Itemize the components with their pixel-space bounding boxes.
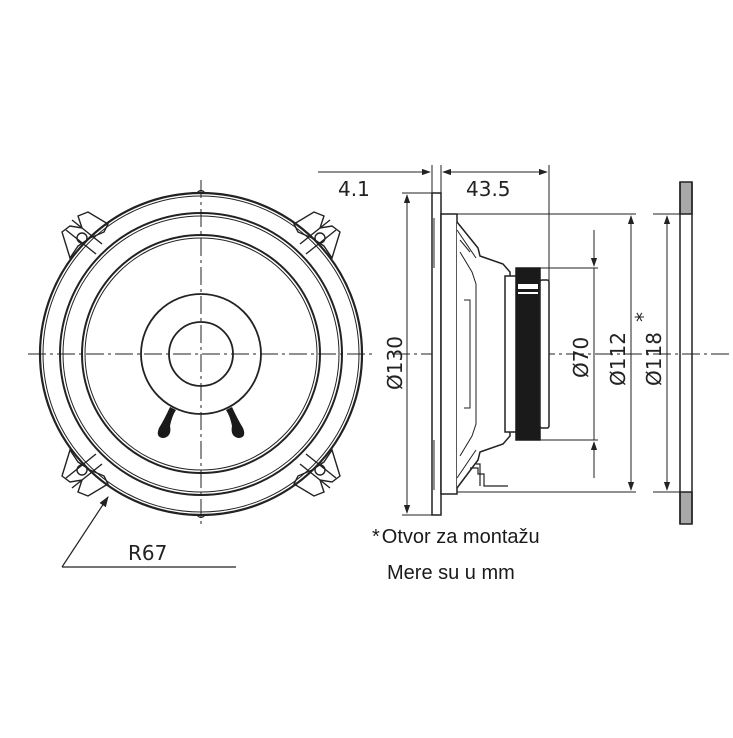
units-note: Mere su u mm bbox=[387, 562, 515, 584]
surround-ring bbox=[81, 234, 321, 474]
mounting-tab-top-left bbox=[61, 211, 109, 260]
cone-center-ring bbox=[140, 293, 262, 415]
terminal-right bbox=[226, 407, 245, 438]
cutout-note-text: Otvor za montažu bbox=[381, 526, 540, 548]
side-terminal bbox=[470, 467, 508, 487]
cutout-note: *Otvor za montažu bbox=[372, 526, 540, 549]
outer-frame-ring bbox=[38, 191, 364, 517]
dust-cap bbox=[168, 321, 234, 387]
mounting-panel bbox=[679, 181, 693, 525]
frame-inner-ring bbox=[59, 212, 343, 496]
flange bbox=[431, 192, 442, 516]
frame-diameter-label: Ø112 bbox=[606, 332, 630, 386]
front-view bbox=[28, 180, 372, 568]
mounting-tab-top-right bbox=[293, 211, 341, 260]
cutout-diameter-label: Ø118 bbox=[642, 332, 666, 386]
mounting-tab-bottom-right bbox=[293, 448, 341, 497]
mounting-tab-bottom-left bbox=[61, 448, 109, 497]
cutout-marker: * bbox=[631, 312, 655, 322]
mounting-depth-label: 43.5 bbox=[466, 177, 511, 201]
magnet-diameter-label: Ø70 bbox=[569, 337, 593, 378]
note-asterisk: * bbox=[372, 526, 380, 548]
overall-diameter-label: Ø130 bbox=[383, 336, 407, 390]
terminal-left bbox=[157, 407, 176, 438]
radius-label: R67 bbox=[128, 541, 167, 565]
side-view bbox=[318, 165, 730, 525]
flange-thickness-label: 4.1 bbox=[338, 177, 370, 201]
radius-leader bbox=[61, 496, 236, 568]
